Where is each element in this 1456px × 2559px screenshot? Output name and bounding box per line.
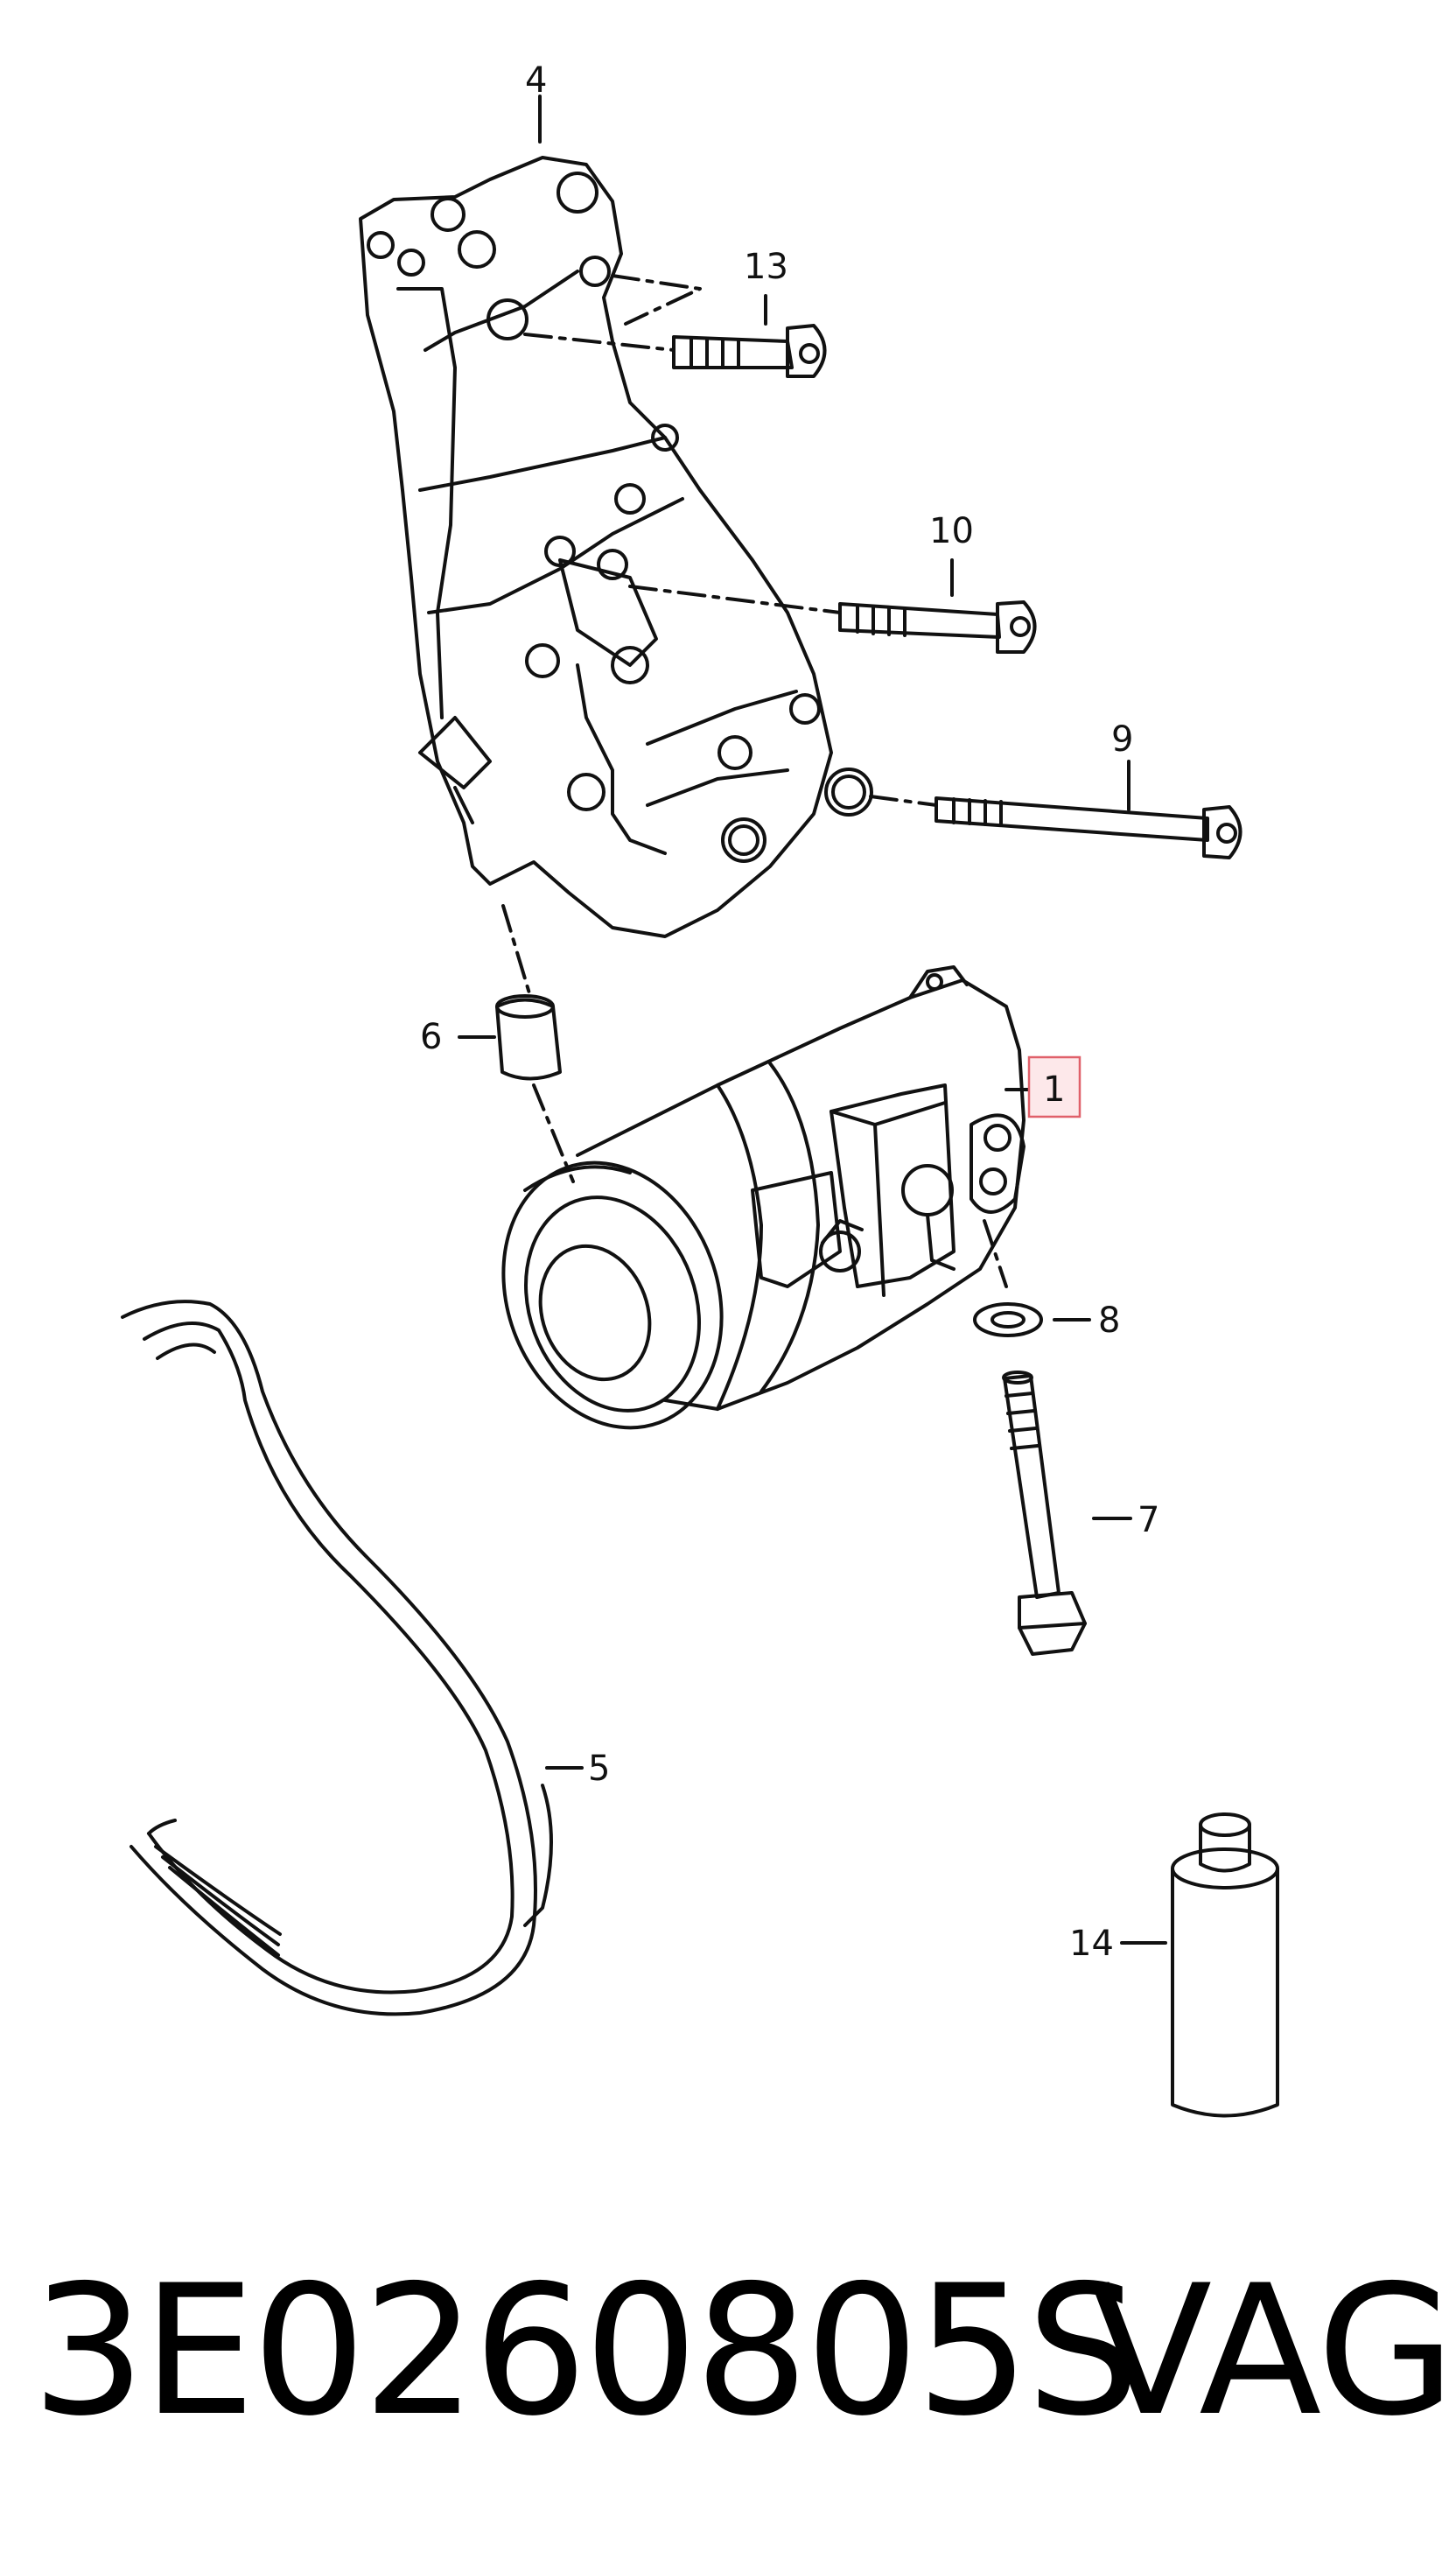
callout-8: 8 bbox=[1098, 1301, 1120, 1341]
callout-13: 13 bbox=[744, 247, 788, 287]
bolt-part-9 bbox=[934, 760, 1242, 859]
washer-part-8 bbox=[973, 1302, 1091, 1337]
callout-14: 14 bbox=[1069, 1924, 1114, 1964]
callout-1: 1 bbox=[1043, 1069, 1065, 1110]
exploded-parts-diagram: 4 13 10 9 6 1 8 7 5 14 bbox=[121, 60, 1279, 2118]
belt-part-5 bbox=[121, 1300, 584, 2016]
bolt-part-7 bbox=[1002, 1371, 1132, 1656]
callout-4: 4 bbox=[525, 60, 547, 101]
callout-6: 6 bbox=[420, 1017, 442, 1057]
callout-5: 5 bbox=[588, 1749, 610, 1789]
sleeve-part-6 bbox=[458, 994, 562, 1081]
callout-10: 10 bbox=[929, 511, 974, 551]
part-number: 3E0260805S bbox=[32, 2247, 1140, 2456]
bolt-part-13 bbox=[672, 294, 827, 378]
compressor-part-1 bbox=[501, 965, 1030, 1430]
callout-9: 9 bbox=[1111, 719, 1133, 760]
bolt-part-10 bbox=[838, 558, 1037, 654]
callout-7: 7 bbox=[1138, 1500, 1159, 1540]
cylinder-part-14 bbox=[1120, 1812, 1279, 2118]
highlight-box-1 bbox=[1027, 1055, 1082, 1118]
bracket-part-4 bbox=[359, 156, 873, 938]
brand-label: VAG bbox=[1089, 2247, 1456, 2456]
